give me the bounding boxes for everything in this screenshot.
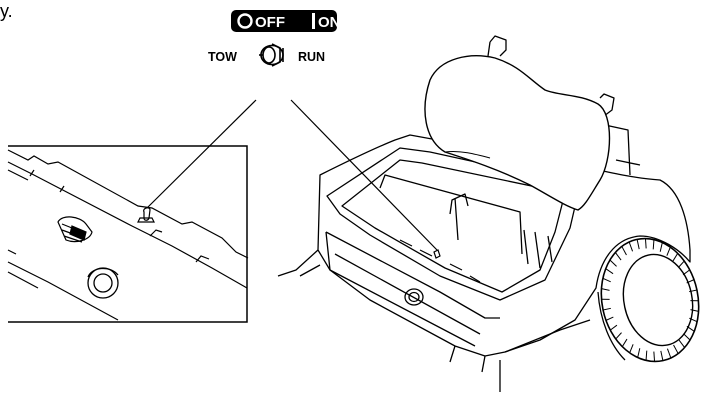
tire-tread-tick (666, 348, 672, 359)
tire-tread-tick (660, 350, 664, 361)
tire-tread-tick (689, 289, 698, 293)
tow-label: TOW (208, 50, 237, 64)
detail-inset (7, 145, 249, 323)
tire-tread-tick (672, 253, 679, 262)
off-ring-icon (237, 13, 253, 29)
tow-run-toggle: TOW RUN (208, 43, 325, 67)
tire-tread-tick (605, 268, 614, 275)
tire-tread-tick (628, 241, 634, 252)
tire-tread-tick (609, 259, 617, 267)
rear-wheel (597, 237, 700, 363)
on-label: ON (318, 14, 341, 31)
tire-tread-tick (645, 350, 648, 361)
tire-tread-tick (602, 307, 611, 311)
tire-tread-tick (615, 332, 622, 340)
tire-tread-tick (629, 344, 634, 354)
toggle-switch-icon (259, 43, 284, 67)
tire-tread-tick (678, 339, 686, 348)
tire-tread-tick (659, 242, 663, 252)
tire-tread-tick (686, 325, 695, 332)
tire-tread-tick (652, 239, 655, 250)
switch-plate: OFF ON (231, 10, 341, 32)
vehicle-body-outline (277, 35, 691, 392)
tire-tread-tick (644, 238, 647, 249)
leader-lines (146, 99, 438, 251)
tire-tread-tick (602, 277, 611, 283)
tire-tread-tick (682, 269, 691, 276)
body-switch-location (399, 239, 481, 283)
on-bar-icon (312, 13, 315, 29)
switch-plate-background (231, 10, 337, 32)
detail-inset-frame (8, 145, 248, 323)
tire-tread-tick (609, 324, 618, 331)
caption-fragment: y. (0, 1, 13, 21)
off-label: OFF (255, 14, 285, 31)
tire-tread-tick (636, 239, 640, 250)
tire-tread-tick (653, 351, 656, 362)
tire-tread-tick (621, 338, 628, 347)
tire-tread-tick (689, 317, 698, 323)
tire-tread-tick (673, 344, 679, 354)
tire-tread-tick (686, 279, 695, 284)
charger-receptacle (404, 288, 424, 306)
latch-detail (57, 216, 93, 243)
tire-tread-tick (614, 252, 622, 261)
tire-tread-tick (690, 309, 699, 312)
tire-tread-tick (601, 288, 610, 291)
tire-tread-tick (678, 260, 685, 268)
vehicle-illustration (277, 35, 700, 392)
receptacle-detail (87, 267, 119, 299)
run-label: RUN (298, 50, 325, 64)
tire-tread-tick (621, 246, 627, 256)
tire-tread-tick (683, 333, 691, 341)
seat-back-cushion (424, 55, 611, 211)
tire-tread-tick (637, 348, 641, 358)
tire-tread-tick (605, 316, 614, 321)
tire-tread-tick (666, 246, 671, 256)
